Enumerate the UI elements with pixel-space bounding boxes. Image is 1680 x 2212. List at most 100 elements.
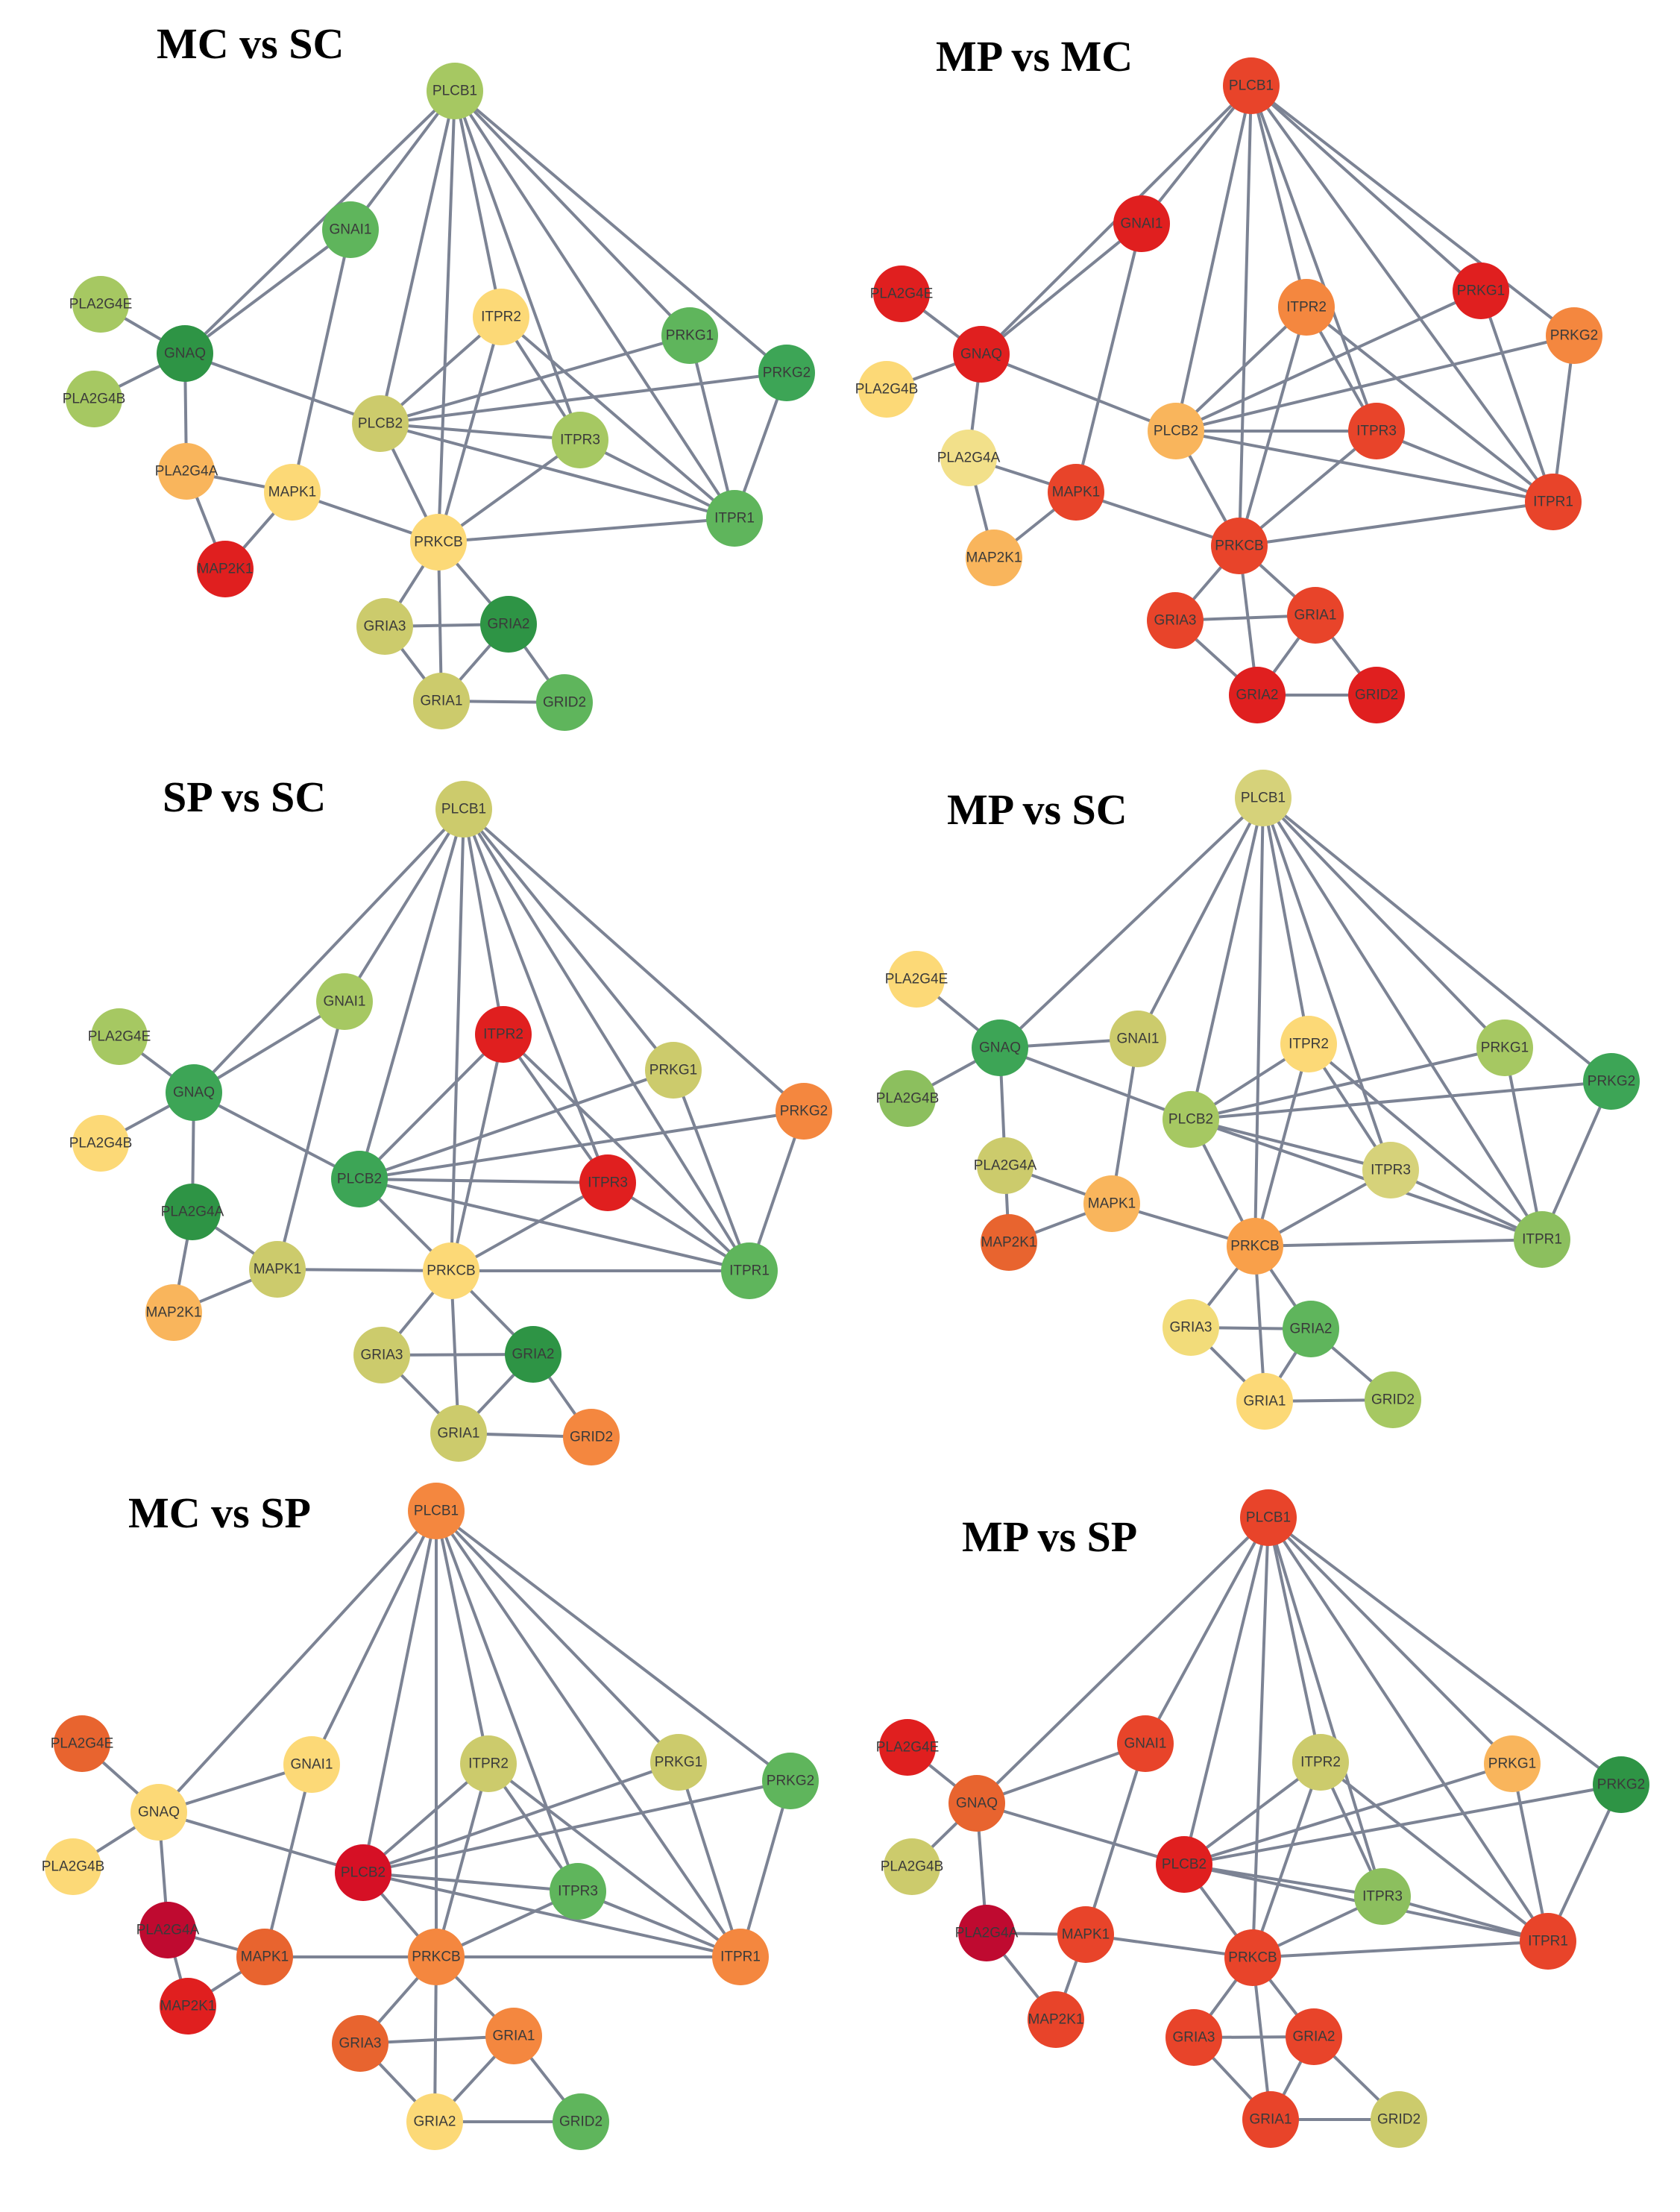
edge-plcb2-prkg2 <box>362 1779 792 1874</box>
edge-plcb2-itpr3 <box>1183 1863 1384 1898</box>
node-circle <box>1453 263 1509 319</box>
node-circle <box>1286 2008 1342 2065</box>
node-label: ITPR3 <box>1371 1163 1411 1178</box>
edge-plcb1-plcb2 <box>1183 1516 1270 1866</box>
node-label: PLA2G4E <box>876 1740 940 1756</box>
node-label: ITPR3 <box>558 1884 598 1900</box>
node-circle <box>72 1115 129 1172</box>
node-label: GRID2 <box>1371 1392 1415 1408</box>
node-circle <box>423 1242 479 1299</box>
node-label: ITPR2 <box>1286 300 1327 315</box>
edge-plcb1-plcb2 <box>1189 796 1265 1121</box>
edge-plcb2-itpr2 <box>358 1033 505 1181</box>
node-gnai1: GNAI1 <box>322 201 379 258</box>
node-label: PLA2G4A <box>161 1204 224 1220</box>
node-circle <box>1514 1211 1570 1268</box>
node-label: PLA2G4E <box>885 972 948 987</box>
edge-gnaq-plcb2 <box>980 353 1177 433</box>
edge-gnaq-gnai1 <box>980 222 1143 356</box>
node-pla2g4a: PLA2G4A <box>937 430 1001 486</box>
node-circle <box>948 1775 1005 1832</box>
node-circle <box>408 1929 465 1985</box>
edge-plcb1-itpr3 <box>453 89 582 442</box>
node-circle <box>1057 1906 1114 1963</box>
node-label: PRKG2 <box>780 1104 828 1119</box>
node-label: GRIA2 <box>487 617 529 632</box>
edge-plcb2-itpr3 <box>379 422 582 442</box>
node-circle <box>1292 1734 1349 1791</box>
edge-itpr2-prkcb <box>1251 1761 1322 1959</box>
edge-plcb2-prkg1 <box>1174 289 1482 433</box>
node-label: MAPK1 <box>241 1949 289 1965</box>
edge-itpr3-itpr1 <box>576 1890 742 1958</box>
node-circle <box>331 1151 388 1207</box>
node-circle <box>721 1242 778 1299</box>
node-circle <box>72 276 129 333</box>
node-circle <box>1287 587 1344 644</box>
edge-itpr2-itpr1 <box>487 1762 742 1958</box>
node-circle <box>322 201 379 258</box>
node-circle <box>406 2093 463 2150</box>
node-circle <box>661 307 718 364</box>
node-circle <box>164 1184 221 1240</box>
node-itpr1: ITPR1 <box>1520 1913 1576 1970</box>
node-pla2g4b: PLA2G4B <box>69 1115 132 1172</box>
node-circle <box>1235 770 1292 826</box>
node-circle <box>645 1042 702 1099</box>
edge-plcb1-plcb2 <box>1174 84 1253 433</box>
node-circle <box>160 1978 216 2035</box>
node-gnaq: GNAQ <box>948 1775 1005 1832</box>
node-label: MAP2K1 <box>981 1235 1037 1251</box>
node-plcb1: PLCB1 <box>1223 57 1280 114</box>
node-gnai1: GNAI1 <box>1110 1011 1166 1067</box>
node-circle <box>66 371 122 427</box>
node-circle <box>1283 1301 1339 1357</box>
node-circle <box>473 289 529 345</box>
edge-plcb1-prkg2 <box>1267 1516 1623 1786</box>
node-circle <box>408 1483 465 1539</box>
edge-plcb2-prkg1 <box>358 1069 675 1181</box>
node-circle <box>1048 464 1104 521</box>
node-label: PLA2G4A <box>955 1926 1019 1941</box>
node-prkg1: PRKG1 <box>661 307 718 364</box>
node-itpr3: ITPR3 <box>550 1863 606 1920</box>
edge-plcb1-prkg1 <box>435 1509 680 1764</box>
node-prkg1: PRKG1 <box>1484 1735 1541 1792</box>
node-circle <box>249 1241 306 1298</box>
node-circle <box>356 598 413 655</box>
node-circle <box>45 1838 101 1895</box>
node-grid2: GRID2 <box>536 674 593 731</box>
node-label: PLCB2 <box>1168 1112 1213 1128</box>
edge-plcb2-itpr1 <box>1174 430 1555 503</box>
node-itpr3: ITPR3 <box>1354 1868 1411 1925</box>
node-prkcb: PRKCB <box>1227 1218 1283 1275</box>
node-gnai1: GNAI1 <box>1113 195 1170 252</box>
node-label: PLA2G4A <box>155 464 218 480</box>
node-pla2g4e: PLA2G4E <box>885 951 948 1008</box>
node-circle <box>1148 403 1204 459</box>
node-label: MAP2K1 <box>160 1999 216 2014</box>
node-label: ITPR3 <box>560 433 600 448</box>
node-label: PRKG1 <box>1457 283 1505 299</box>
node-circle <box>940 430 997 486</box>
node-circle <box>1236 1373 1293 1430</box>
node-label: PLA2G4A <box>136 1923 200 1938</box>
edge-itpr2-itpr1 <box>1319 1761 1550 1943</box>
edge-itpr2-itpr1 <box>502 1033 751 1272</box>
node-label: ITPR2 <box>1300 1755 1341 1770</box>
node-label: GRIA1 <box>420 694 462 709</box>
node-grid2: GRID2 <box>1365 1371 1421 1428</box>
node-circle <box>316 973 373 1030</box>
node-circle <box>958 1905 1015 1961</box>
node-plcb2: PLCB2 <box>335 1844 391 1901</box>
node-circle <box>413 673 470 729</box>
node-circle <box>1354 1868 1411 1925</box>
node-label: MAPK1 <box>1088 1196 1136 1212</box>
node-pla2g4a: PLA2G4A <box>136 1902 200 1958</box>
edge-plcb1-prkcb <box>450 808 465 1272</box>
edge-prkg1-itpr1 <box>1479 289 1555 503</box>
node-circle <box>91 1008 148 1065</box>
node-map2k1: MAP2K1 <box>145 1284 202 1341</box>
node-itpr2: ITPR2 <box>1292 1734 1349 1791</box>
